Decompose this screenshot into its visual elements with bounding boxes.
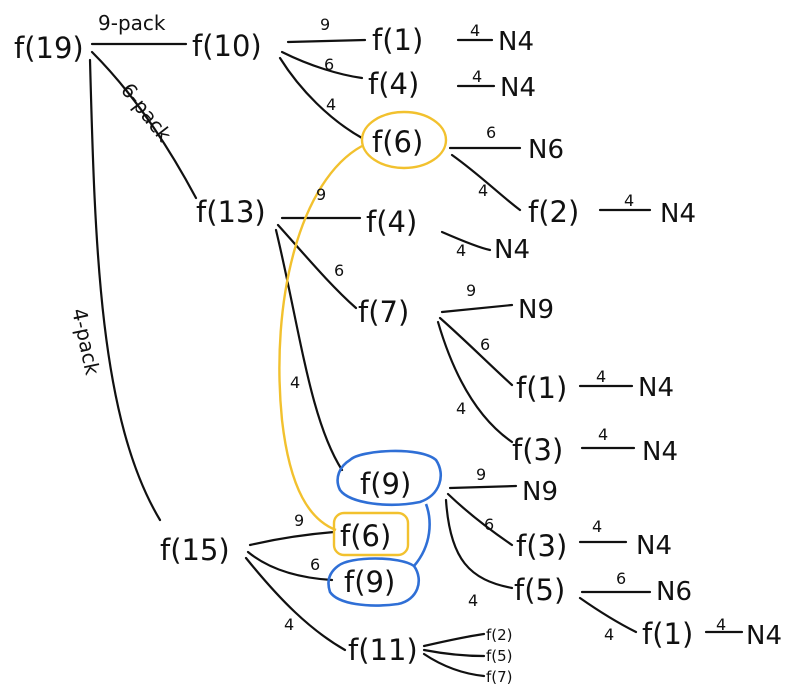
leaf-n4-e: N4	[638, 373, 674, 403]
node-f3-a: f(3)	[512, 433, 563, 467]
node-f4-a: f(4)	[368, 67, 419, 101]
edge-label-f7-f1: 6	[480, 335, 490, 354]
node-f1-b: f(1)	[516, 371, 567, 405]
edge-label-f10-f6: 4	[326, 95, 336, 114]
edge-label-f1c-n4: 4	[716, 615, 726, 634]
edge-f4b-n4	[440, 230, 492, 252]
edge-f19-f13	[90, 50, 198, 200]
edge-f10-f1	[286, 38, 367, 44]
edge-f11-f5small	[422, 648, 486, 658]
leaf-n6-a: N6	[528, 135, 564, 165]
highlight-ring-f9-top	[336, 449, 442, 506]
edge-label-f1-n4: 4	[470, 21, 480, 40]
node-f11: f(11)	[348, 633, 418, 667]
edge-label-f4-n4: 4	[472, 67, 482, 86]
highlight-ring-f9-bottom	[327, 557, 420, 607]
edge-f15-f9	[246, 550, 334, 582]
edge-label-f10-f4: 6	[324, 55, 334, 74]
edge-label-f13-f7: 6	[334, 261, 344, 280]
nodes: f(19) f(10) f(13) f(15) f(1) f(4) f(6) f…	[14, 23, 693, 684]
edge-f11-f2small	[422, 632, 486, 648]
edge-label-f2-n4: 4	[624, 191, 634, 210]
node-f3-b: f(3)	[516, 529, 567, 563]
edge-f7-f3	[436, 320, 514, 444]
highlight-connector-f9	[413, 503, 431, 567]
node-f19: f(19)	[14, 31, 84, 65]
edge-label-9-pack: 9-pack	[98, 11, 166, 35]
node-f5: f(5)	[514, 573, 565, 607]
edge-f7-n9	[440, 303, 514, 314]
leaf-n9-b: N9	[522, 477, 558, 507]
leaf-n4-b: N4	[500, 73, 536, 103]
edge-label-f6-n6: 6	[486, 123, 496, 142]
edge-label-f13-f4: 9	[316, 185, 326, 204]
edge-f7-f1	[438, 316, 514, 387]
leaf-n4-f: N4	[642, 437, 678, 467]
node-f7-small: f(7)	[486, 668, 513, 684]
edge-label-4-pack: 4-pack	[67, 306, 105, 377]
edge-f15-f11	[244, 556, 347, 652]
highlight-connector-f6	[278, 144, 363, 532]
edge-f9-f5	[444, 498, 514, 590]
node-f9-b: f(9)	[344, 565, 395, 599]
edge-label-f5-n6: 6	[616, 569, 626, 588]
edge-label-f7-f3: 4	[456, 399, 466, 418]
edge-f9-n9	[448, 484, 518, 490]
highlights	[278, 110, 448, 607]
highlight-ring-f6-top	[360, 110, 448, 170]
node-f2-a: f(2)	[528, 195, 579, 229]
node-f9-a: f(9)	[360, 467, 411, 501]
edge-label-f7-n9: 9	[466, 281, 476, 300]
edge-f9-f3	[446, 492, 514, 547]
leaf-n4-g: N4	[636, 531, 672, 561]
leaf-n6-b: N6	[656, 577, 692, 607]
leaf-n9-a: N9	[518, 295, 554, 325]
edge-label-f6-f2: 4	[478, 181, 488, 200]
edge-label-f1b-n4: 4	[596, 367, 606, 386]
node-f1-c: f(1)	[642, 617, 693, 651]
edge-label-6-pack: 6-pack	[116, 78, 177, 146]
edge-label-f3-n4: 4	[598, 425, 608, 444]
highlight-ring-f6-bottom	[332, 511, 410, 557]
edge-label-f9-f5: 4	[468, 591, 478, 610]
node-f10: f(10)	[192, 29, 262, 63]
edge-label-f4b-n4: 4	[456, 241, 466, 260]
node-f1-a: f(1)	[372, 23, 423, 57]
edges	[88, 38, 744, 678]
edge-f13-f7	[276, 223, 358, 310]
edge-f6-f2	[450, 153, 522, 212]
node-f2-small: f(2)	[486, 626, 513, 644]
node-f4-b: f(4)	[366, 205, 417, 239]
edge-f13-f9	[274, 228, 344, 472]
edge-f10-f4	[280, 50, 364, 80]
edge-label-f10-f1: 9	[320, 15, 330, 34]
leaf-n4-h: N4	[746, 621, 782, 651]
node-f6-b: f(6)	[340, 519, 391, 553]
edge-label-f15-f11: 4	[284, 615, 294, 634]
node-f7: f(7)	[358, 295, 409, 329]
node-f6-a: f(6)	[372, 125, 423, 159]
node-f15: f(15)	[160, 533, 230, 567]
edge-f15-f6	[248, 530, 336, 547]
edge-f19-f15	[88, 58, 162, 522]
leaves: N4 N4 N6 N4 N4 N9 N4 N4 N9 N4 N6 N4	[494, 27, 782, 651]
edge-label-f13-f9: 4	[290, 373, 300, 392]
edge-label-f15-f9: 6	[310, 555, 320, 574]
edge-f10-f6	[278, 56, 364, 140]
edge-f5-f1	[578, 596, 638, 634]
edge-label-f15-f6: 9	[294, 511, 304, 530]
node-f13: f(13)	[196, 195, 266, 229]
leaf-n4-a: N4	[498, 27, 534, 57]
edge-label-f5-f1: 4	[604, 625, 614, 644]
edge-label-f9-n9: 9	[476, 465, 486, 484]
edge-label-f9-f3: 6	[484, 515, 494, 534]
edge-label-f3b-n4: 4	[592, 517, 602, 536]
edge-f11-f7small	[422, 652, 486, 678]
node-f5-small: f(5)	[486, 647, 513, 665]
leaf-n4-d: N4	[494, 235, 530, 265]
leaf-n4-c: N4	[660, 199, 696, 229]
